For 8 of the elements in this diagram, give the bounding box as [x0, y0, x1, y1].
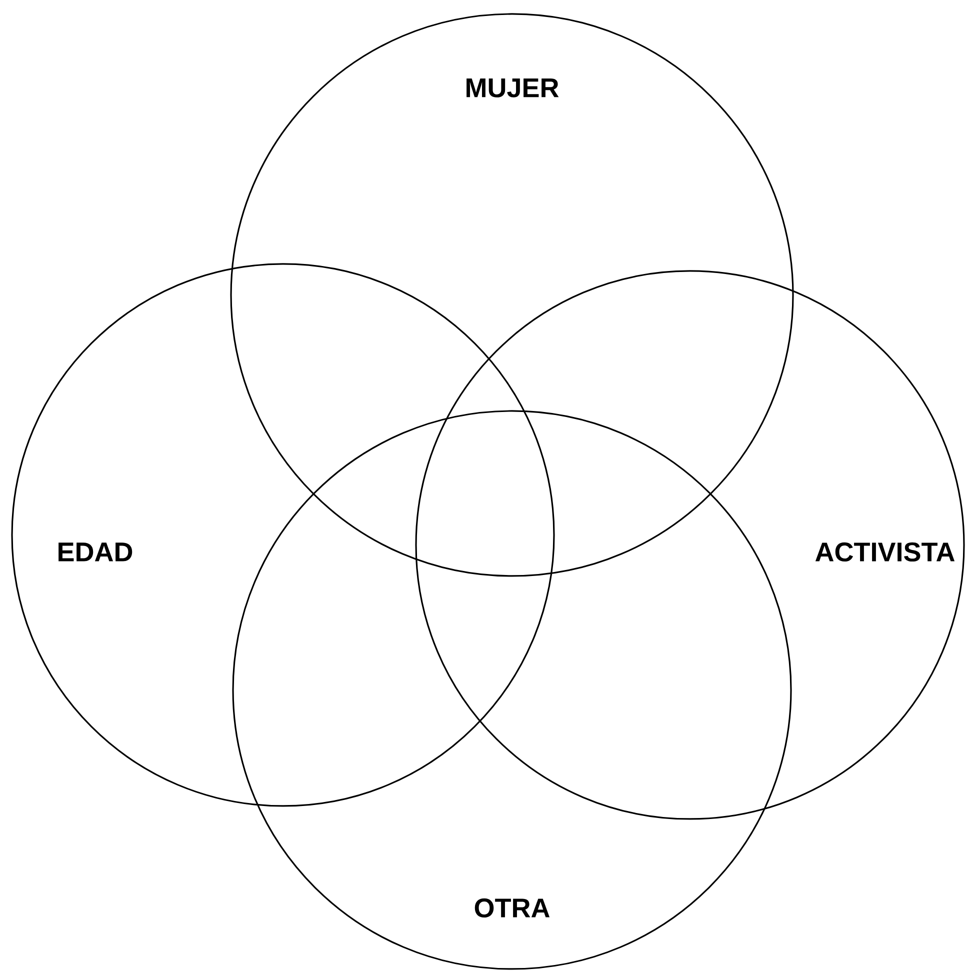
venn-circle: [232, 410, 792, 970]
circle-label: OTRA: [474, 898, 550, 918]
venn-circle: [230, 13, 794, 577]
venn-circle: [415, 270, 965, 820]
circle-label: EDAD: [58, 542, 132, 562]
circle-label: ACTIVISTA: [815, 542, 955, 562]
venn-circle: [11, 263, 555, 807]
circle-label: MUJER: [466, 78, 559, 98]
